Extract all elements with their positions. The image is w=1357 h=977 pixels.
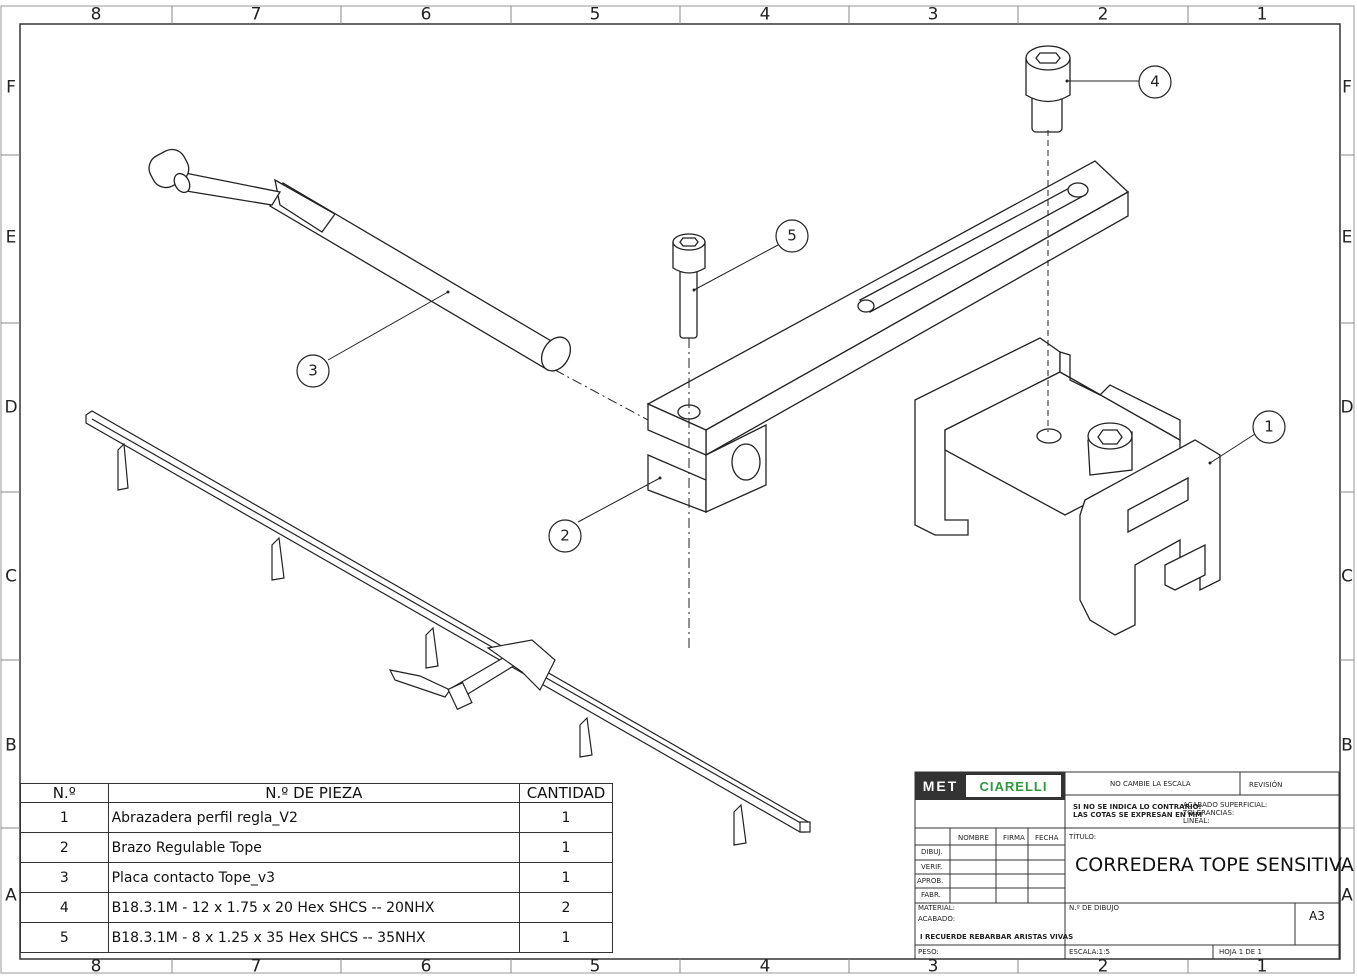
part-1-clamp <box>914 337 1221 636</box>
finish-acabado-label: ACABADO: <box>918 915 956 923</box>
rail-assembly <box>85 410 811 846</box>
bom-row: 1 Abrazadera perfil regla_V2 1 <box>20 802 613 833</box>
zone-row-b-left: B <box>5 735 17 756</box>
part-2-arm <box>646 160 1130 514</box>
bom-header-number: N.º <box>20 783 109 803</box>
balloon-4-label: 4 <box>1150 72 1160 91</box>
balloon-2-label: 2 <box>560 526 570 545</box>
bom-number: 4 <box>20 892 109 923</box>
balloon-1-label: 1 <box>1264 417 1274 436</box>
zone-row-d-right: D <box>1340 397 1354 418</box>
zone-row-f-left: F <box>6 77 16 98</box>
deburr-note: I RECUERDE REBARBAR ARISTAS VIVAS <box>920 933 1074 941</box>
general-note-2: LAS COTAS SE EXPRESAN EN MM <box>1073 811 1203 819</box>
logo-met: MET <box>922 778 959 794</box>
row-verified: VERIF. <box>921 863 943 871</box>
tolerances-label: TOLERANCIAS: <box>1183 809 1235 817</box>
zone-col-2-bottom: 2 <box>1097 956 1109 977</box>
bom-header-part: N.º DE PIEZA <box>107 783 521 803</box>
bom-part: Brazo Regulable Tope <box>107 832 521 863</box>
general-note-1: SI NO SE INDICA LO CONTRARIO: <box>1073 803 1202 811</box>
zone-col-1-top: 1 <box>1256 4 1268 25</box>
balloon-3 <box>296 354 330 388</box>
row-approved: APROB. <box>917 877 944 885</box>
zone-row-c-left: C <box>5 566 17 587</box>
bom-qty: 2 <box>519 892 613 923</box>
balloon-5-label: 5 <box>787 226 797 245</box>
zone-col-5-bottom: 5 <box>589 956 601 977</box>
zone-row-c-right: C <box>1341 566 1353 587</box>
bom-qty: 1 <box>519 802 613 833</box>
bom-part: B18.3.1M - 12 x 1.75 x 20 Hex SHCS -- 20… <box>107 892 521 923</box>
zone-col-3-top: 3 <box>927 4 939 25</box>
row-drawn: DIBUJ. <box>921 848 943 856</box>
leader-dots <box>446 79 1212 480</box>
title-label: TÍTULO: <box>1069 833 1097 841</box>
logo-ciarelli: CIARELLI <box>979 779 1048 794</box>
zone-col-6-top: 6 <box>420 4 432 25</box>
zone-col-7-top: 7 <box>250 4 262 25</box>
zone-col-4-bottom: 4 <box>759 956 771 977</box>
bom-row: 4 B18.3.1M - 12 x 1.75 x 20 Hex SHCS -- … <box>20 892 613 923</box>
drawing-number-label: N.º DE DIBUJO <box>1069 904 1119 912</box>
col-date: FECHA <box>1035 834 1059 842</box>
zone-col-5-top: 5 <box>589 4 601 25</box>
bom-row: 2 Brazo Regulable Tope 1 <box>20 832 613 863</box>
bom-qty: 1 <box>519 862 613 893</box>
revision-label: REVISIÓN <box>1249 781 1283 789</box>
balloon-4 <box>1138 65 1172 99</box>
col-sign: FIRMA <box>1003 834 1025 842</box>
bom-qty: 1 <box>519 832 613 863</box>
zone-row-a-left: A <box>5 885 17 906</box>
balloon-5 <box>775 219 809 253</box>
scale-label: ESCALA:1:5 <box>1069 948 1110 956</box>
zone-col-2-top: 2 <box>1097 4 1109 25</box>
balloon-1 <box>1252 410 1286 444</box>
row-fabrication: FABR. <box>921 891 941 899</box>
bom-number: 2 <box>20 832 109 863</box>
zone-col-3-bottom: 3 <box>927 956 939 977</box>
material-label: MATERIAL: <box>918 904 955 912</box>
linear-label: LINEAL: <box>1183 817 1210 825</box>
zone-col-6-bottom: 6 <box>420 956 432 977</box>
zone-row-f-right: F <box>1342 77 1352 98</box>
zone-row-d-left: D <box>4 397 18 418</box>
zone-col-8-bottom: 8 <box>90 956 102 977</box>
zone-row-e-right: E <box>1341 227 1353 248</box>
bom-qty: 1 <box>519 922 613 953</box>
bom-part: Abrazadera perfil regla_V2 <box>107 802 521 833</box>
balloon-2 <box>548 519 582 553</box>
bom-number: 1 <box>20 802 109 833</box>
bom-row: 3 Placa contacto Tope_v3 1 <box>20 862 613 893</box>
part-4-bolt <box>1025 45 1071 133</box>
bom-part: B18.3.1M - 8 x 1.25 x 35 Hex SHCS -- 35N… <box>107 922 521 953</box>
bom-table: N.º N.º DE PIEZA CANTIDAD 1 Abrazadera p… <box>20 783 613 953</box>
bom-number: 5 <box>20 922 109 953</box>
zone-col-4-top: 4 <box>759 4 771 25</box>
zone-row-b-right: B <box>1341 735 1353 756</box>
drawing-title: CORREDERA TOPE SENSITIVA <box>1075 854 1354 876</box>
part-5-bolt <box>672 233 706 339</box>
bom-header-qty: CANTIDAD <box>519 783 613 803</box>
weight-label: PESO: <box>918 948 939 956</box>
zone-row-e-left: E <box>5 227 17 248</box>
finish-label: ACABADO SUPERFICIAL: <box>1183 801 1268 809</box>
bom-row: 5 B18.3.1M - 8 x 1.25 x 35 Hex SHCS -- 3… <box>20 922 613 953</box>
sheet-count: HOJA 1 DE 1 <box>1219 948 1262 956</box>
bom-header-row: N.º N.º DE PIEZA CANTIDAD <box>20 783 613 803</box>
zone-col-8-top: 8 <box>90 4 102 25</box>
part-3-tube <box>148 148 572 372</box>
col-name: NOMBRE <box>958 834 989 842</box>
zone-row-a-right: A <box>1341 885 1353 906</box>
zone-col-1-bottom: 1 <box>1256 956 1268 977</box>
no-scale-note: NO CAMBIE LA ESCALA <box>1110 780 1191 788</box>
bom-number: 3 <box>20 862 109 893</box>
zone-col-7-bottom: 7 <box>250 956 262 977</box>
sheet-size: A3 <box>1309 909 1325 923</box>
balloon-3-label: 3 <box>308 361 318 380</box>
bom-part: Placa contacto Tope_v3 <box>107 862 521 893</box>
